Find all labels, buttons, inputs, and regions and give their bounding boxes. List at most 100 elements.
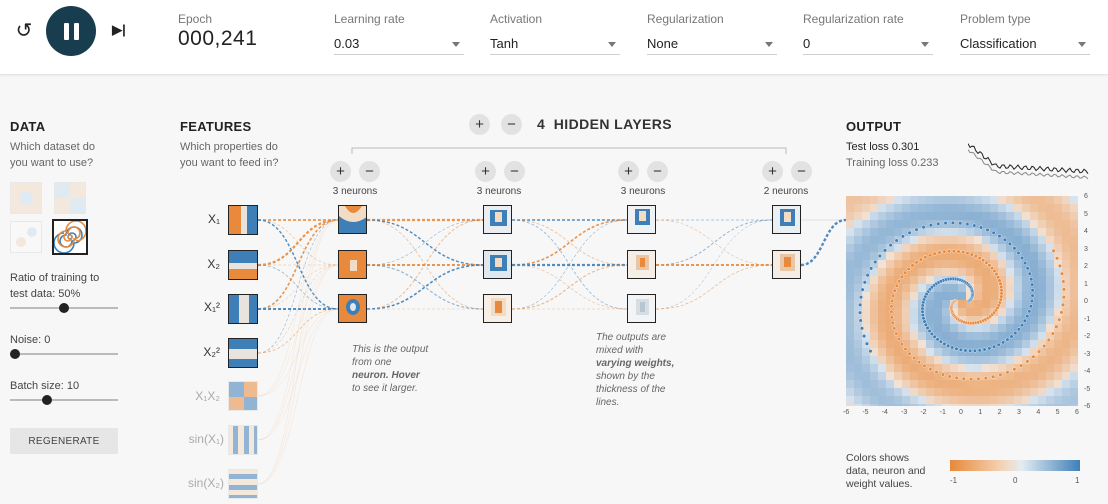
link-l1n2-l2n3[interactable] xyxy=(366,264,484,310)
link-f7-l1n3[interactable] xyxy=(257,308,339,485)
neuron-l3-n1[interactable] xyxy=(627,205,656,234)
data-point xyxy=(882,248,887,253)
link-l1n2-l2n1[interactable] xyxy=(366,219,484,266)
batch-size-slider[interactable] xyxy=(10,395,118,405)
link-l1n3-l2n2[interactable] xyxy=(366,264,484,310)
dataset-circle[interactable] xyxy=(10,182,42,214)
layer1-neuron-count: 3 neurons xyxy=(332,186,378,197)
layer3-remove-neuron-button[interactable]: − xyxy=(647,161,668,182)
link-f5-l1n1[interactable] xyxy=(257,219,339,397)
link-f7-l1n1[interactable] xyxy=(257,219,339,485)
layer3-add-neuron-button[interactable]: + xyxy=(618,161,639,182)
link-l4n2-output[interactable] xyxy=(800,218,847,267)
data-point xyxy=(1050,331,1055,336)
link-l2n3-l3n1[interactable] xyxy=(511,219,628,310)
layer1-remove-neuron-button[interactable]: − xyxy=(359,161,380,182)
data-point xyxy=(972,348,977,353)
data-point xyxy=(961,376,966,381)
remove-layer-button[interactable]: − xyxy=(501,114,522,135)
data-point xyxy=(1009,334,1014,339)
neuron-l1-n3[interactable] xyxy=(338,294,367,323)
noise-slider[interactable] xyxy=(10,349,118,359)
noise-slider-thumb[interactable] xyxy=(10,349,20,359)
feature-x2[interactable] xyxy=(228,250,258,280)
link-l3n1-l4n2[interactable] xyxy=(655,219,773,266)
batch-size-slider-thumb[interactable] xyxy=(42,395,53,405)
neuron-l1-n2[interactable] xyxy=(338,250,367,279)
layer4-remove-neuron-button[interactable]: − xyxy=(791,161,812,182)
neuron-l3-n2[interactable] xyxy=(627,250,656,279)
data-point xyxy=(950,220,955,225)
regularization-select[interactable]: None xyxy=(647,33,777,55)
step-button[interactable]: ▶| xyxy=(108,19,130,41)
neuron-l3-n3[interactable] xyxy=(627,294,656,323)
x-tick: -6 xyxy=(843,409,850,416)
activation-select[interactable]: Tanh xyxy=(490,33,620,55)
data-point xyxy=(932,251,937,256)
data-point xyxy=(965,251,970,256)
neuron-l2-n2[interactable] xyxy=(483,250,512,279)
data-point xyxy=(1057,317,1062,322)
neuron-l4-n1-icon xyxy=(773,206,800,233)
link-l1n3-l2n1[interactable] xyxy=(366,219,484,310)
link-f7-l1n2[interactable] xyxy=(257,264,339,485)
reset-button[interactable]: ↺ xyxy=(12,18,36,42)
ratio-slider-thumb[interactable] xyxy=(59,303,69,313)
x-tick: -5 xyxy=(862,409,869,416)
feature-x1[interactable] xyxy=(228,205,258,235)
feature-x2-squared[interactable] xyxy=(228,338,258,368)
problem-type-select[interactable]: Classification xyxy=(960,33,1090,55)
link-l3n3-l4n1[interactable] xyxy=(655,219,773,310)
link-l3n2-l4n1[interactable] xyxy=(655,219,773,266)
data-point xyxy=(943,221,948,226)
data-point xyxy=(1013,331,1018,336)
data-point xyxy=(1002,237,1007,242)
neuron-l4-n2[interactable] xyxy=(772,250,801,279)
data-point xyxy=(985,227,990,232)
link-l3n3-l4n2[interactable] xyxy=(655,264,773,310)
regularization-rate-select[interactable]: 0 xyxy=(803,33,933,55)
dataset-spiral[interactable] xyxy=(52,219,88,255)
link-l2n2-l3n1[interactable] xyxy=(511,219,628,266)
hidden-layers-title: 4 HIDDEN LAYERS xyxy=(537,116,673,132)
output-heatmap[interactable] xyxy=(846,196,1078,406)
neuron-l4-n1[interactable] xyxy=(772,205,801,234)
link-l2n3-l3n2[interactable] xyxy=(511,264,628,310)
link-f3-l1n1[interactable] xyxy=(257,219,339,310)
feature-x1x2[interactable] xyxy=(228,381,258,411)
pause-button[interactable] xyxy=(46,6,96,56)
link-f4-l1n1[interactable] xyxy=(257,219,339,354)
neuron-l2-n1[interactable] xyxy=(483,205,512,234)
layer4-add-neuron-button[interactable]: + xyxy=(762,161,783,182)
test-loss-curve xyxy=(968,143,1089,174)
feature-sin-x2[interactable] xyxy=(228,469,258,499)
feature-x1-squared[interactable] xyxy=(228,294,258,324)
data-point xyxy=(890,298,895,303)
neuron-l2-n3[interactable] xyxy=(483,294,512,323)
neuron-l1-n1[interactable] xyxy=(338,205,367,234)
dataset-xor[interactable] xyxy=(54,182,86,214)
data-point xyxy=(1031,354,1036,359)
y-tick: -4 xyxy=(1084,368,1091,375)
link-f4-l1n2[interactable] xyxy=(257,264,339,354)
layer2-remove-neuron-button[interactable]: − xyxy=(504,161,525,182)
link-l1n1-l2n2[interactable] xyxy=(366,219,484,266)
layer2-add-neuron-button[interactable]: + xyxy=(475,161,496,182)
data-point xyxy=(900,234,905,239)
learning-rate-select[interactable]: 0.03 xyxy=(334,33,464,55)
dataset-gaussian[interactable] xyxy=(10,221,42,253)
data-point xyxy=(921,316,926,321)
link-l2n1-l3n2[interactable] xyxy=(511,219,628,266)
regenerate-button[interactable]: REGENERATE xyxy=(10,428,118,454)
ratio-slider[interactable] xyxy=(10,303,118,313)
link-f1-l1n3[interactable] xyxy=(257,219,339,310)
feature-sin-x1[interactable] xyxy=(228,425,258,455)
data-point xyxy=(999,284,1004,289)
layer1-add-neuron-button[interactable]: + xyxy=(330,161,351,182)
data-point xyxy=(1025,359,1030,364)
link-f6-l1n1[interactable] xyxy=(257,219,339,441)
add-layer-button[interactable]: + xyxy=(469,114,490,135)
link-f2-l1n1[interactable] xyxy=(257,218,339,267)
x-tick: 3 xyxy=(1017,409,1021,416)
neuron-l1-n3-icon xyxy=(339,295,366,322)
